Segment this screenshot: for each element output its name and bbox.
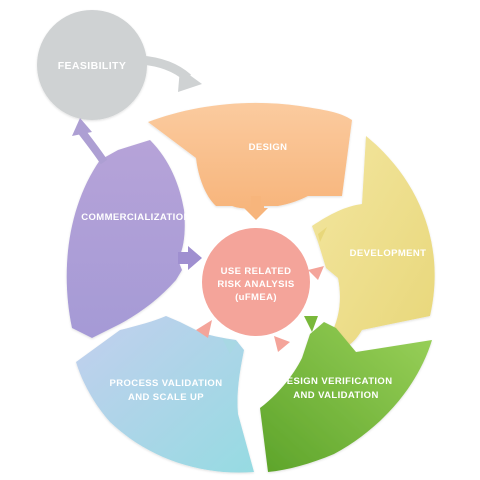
stage-development-label: DEVELOPMENT [350,248,427,259]
stage-design: DESIGN [148,102,352,220]
stage-commercialization-label: COMMERCIALIZATION [81,212,191,223]
stage-design-label: DESIGN [249,142,288,153]
center-arrow-downright-icon [274,336,290,352]
dvv-arrow-icon [304,316,318,332]
stage-process-validation: PROCESS VALIDATION AND SCALE UP [76,316,254,473]
feasibility-label: FEASIBILITY [58,60,127,72]
feasibility-to-design-arrow [139,55,202,92]
center-label-line2: RISK ANALYSIS [217,279,294,290]
stage-pv-label-line1: PROCESS VALIDATION [110,378,223,389]
center-arrow-downleft-icon [196,320,212,338]
development-arrow-icon [318,227,327,242]
commercialization-arrow-icon [178,246,202,270]
commercialization-to-feasibility-arrow [78,129,108,165]
design-arrow-icon [244,196,268,220]
center-label-line1: USE RELATED [221,266,292,277]
center-arrow-right-icon [308,266,324,280]
stage-development: DEVELOPMENT [312,136,435,348]
center-node: USE RELATED RISK ANALYSIS (uFMEA) [196,228,324,352]
center-label-line3: (uFMEA) [235,292,277,303]
feasibility-node: FEASIBILITY [37,10,147,120]
commercialization-up-arrow-icon [72,118,92,136]
stage-commercialization: COMMERCIALIZATION [66,118,202,338]
pv-arrow-icon [222,338,238,354]
stage-design-verification: DESIGN VERIFICATION AND VALIDATION [260,316,432,472]
stage-dvv-label-line2: AND VALIDATION [293,390,378,401]
stage-dvv-label-line1: DESIGN VERIFICATION [280,376,393,387]
stage-pv-label-line2: AND SCALE UP [128,392,204,403]
